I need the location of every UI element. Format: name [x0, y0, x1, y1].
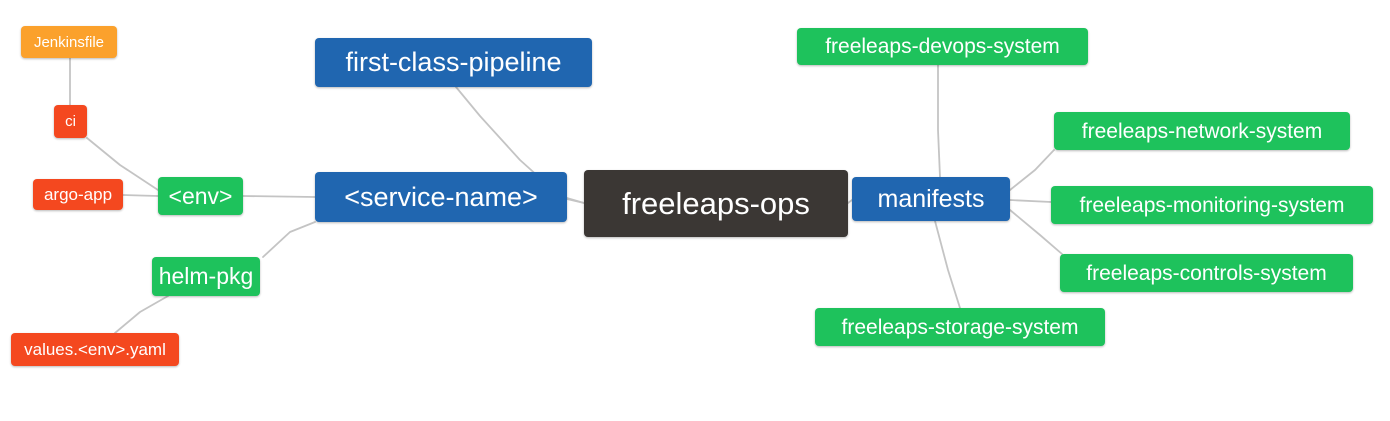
- mindmap-edge-env-to-argo-app: [122, 194, 159, 197]
- mindmap-node-manifests[interactable]: manifests: [852, 177, 1010, 221]
- mindmap-node-first-class-pipeline[interactable]: first-class-pipeline: [315, 38, 592, 87]
- mindmap-node-label: values.<env>.yaml: [24, 340, 166, 359]
- mindmap-node-freeleaps-network-system[interactable]: freeleaps-network-system: [1054, 112, 1350, 150]
- mindmap-node-label: <service-name>: [344, 181, 538, 212]
- mindmap-node-label: freeleaps-network-system: [1081, 119, 1323, 143]
- mindmap-node-argo-app[interactable]: argo-app: [33, 179, 123, 210]
- mindmap-node-jenkinsfile[interactable]: Jenkinsfile: [21, 26, 117, 58]
- mindmap-node-env[interactable]: <env>: [158, 177, 243, 215]
- mindmap-node-ci[interactable]: ci: [54, 105, 87, 138]
- mindmap-node-values-env-yaml[interactable]: values.<env>.yaml: [11, 333, 179, 366]
- mindmap-node-root[interactable]: freeleaps-ops: [584, 170, 848, 237]
- mindmap-node-label: ci: [65, 113, 76, 130]
- mindmap-edge-root-to-service-name: [566, 198, 585, 204]
- mindmap-edge-manifests-to-freeleaps-storage-system: [934, 220, 961, 309]
- mindmap-edge-manifests-to-freeleaps-devops-system: [937, 64, 941, 178]
- mindmap-node-helm-pkg[interactable]: helm-pkg: [152, 257, 260, 296]
- mindmap-node-freeleaps-devops-system[interactable]: freeleaps-devops-system: [797, 28, 1088, 65]
- mindmap-node-label: argo-app: [43, 185, 113, 204]
- mindmap-node-label: freeleaps-ops: [622, 186, 810, 221]
- mindmap-node-freeleaps-monitoring-system[interactable]: freeleaps-monitoring-system: [1051, 186, 1373, 224]
- mindmap-node-label: freeleaps-monitoring-system: [1079, 193, 1345, 217]
- mindmap-edge-service-name-to-helm-pkg: [262, 221, 316, 258]
- mindmap-node-freeleaps-controls-system[interactable]: freeleaps-controls-system: [1060, 254, 1353, 292]
- mindmap-edge-manifests-to-freeleaps-network-system: [1009, 149, 1055, 191]
- mindmap-node-label: manifests: [877, 184, 985, 213]
- mindmap-node-service-name[interactable]: <service-name>: [315, 172, 567, 222]
- mindmap-edge-manifests-to-freeleaps-monitoring-system: [1009, 199, 1052, 203]
- mindmap-node-label: Jenkinsfile: [33, 33, 105, 51]
- mindmap-node-label: freeleaps-devops-system: [825, 35, 1060, 58]
- mindmap-node-label: helm-pkg: [158, 263, 254, 289]
- mindmap-node-label: first-class-pipeline: [345, 47, 562, 77]
- mindmap-node-label: freeleaps-storage-system: [841, 315, 1079, 339]
- mindmap-node-freeleaps-storage-system[interactable]: freeleaps-storage-system: [815, 308, 1105, 346]
- mindmap-node-label: <env>: [168, 182, 233, 209]
- mindmap-edge-helm-pkg-to-values-env-yaml: [114, 295, 169, 334]
- mindmap-edge-service-name-to-env: [242, 195, 316, 198]
- mindmap-node-label: freeleaps-controls-system: [1086, 261, 1327, 285]
